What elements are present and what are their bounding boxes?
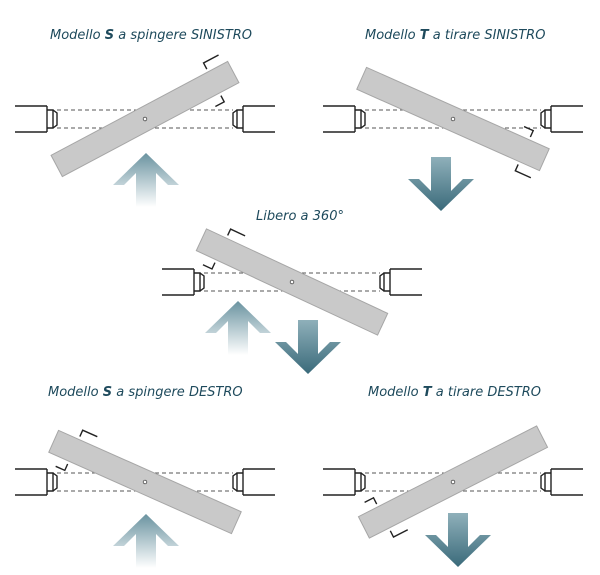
caption-suffix: a spingere SINISTRO bbox=[114, 28, 253, 43]
caption-push-left: Modello S a spingere SINISTRO bbox=[50, 28, 252, 43]
caption-suffix: Libero a 360° bbox=[256, 209, 344, 224]
diagram-push-left bbox=[14, 54, 276, 178]
caption-pull-right: Modello T a tirare DESTRO bbox=[368, 385, 542, 400]
caption-prefix: Modello bbox=[365, 28, 420, 43]
caption-pull-left: Modello T a tirare SINISTRO bbox=[365, 28, 545, 43]
push-arrow-up-icon bbox=[205, 301, 271, 355]
caption-letter: S bbox=[102, 385, 113, 400]
caption-suffix: a tirare DESTRO bbox=[431, 385, 542, 400]
push-arrow-up-icon bbox=[113, 514, 179, 568]
caption-suffix: a tirare SINISTRO bbox=[428, 28, 546, 43]
push-arrow-up-icon bbox=[113, 153, 179, 207]
diagram-push-right bbox=[14, 429, 276, 535]
pull-arrow-down-icon bbox=[425, 513, 491, 567]
caption-suffix: a spingere DESTRO bbox=[112, 385, 243, 400]
diagram-pull-right bbox=[322, 425, 584, 539]
caption-letter: T bbox=[422, 385, 432, 400]
caption-push-right: Modello S a spingere DESTRO bbox=[48, 385, 243, 400]
pull-arrow-down-icon bbox=[275, 320, 341, 374]
pull-arrow-down-icon bbox=[408, 157, 474, 211]
caption-prefix: Modello bbox=[368, 385, 423, 400]
diagram-free bbox=[161, 228, 423, 336]
caption-prefix: Modello bbox=[50, 28, 105, 43]
diagram-pull-left bbox=[322, 66, 584, 179]
caption-letter: S bbox=[104, 28, 115, 43]
caption-letter: T bbox=[419, 28, 429, 43]
caption-free: Libero a 360° bbox=[250, 209, 350, 224]
caption-prefix: Modello bbox=[48, 385, 103, 400]
